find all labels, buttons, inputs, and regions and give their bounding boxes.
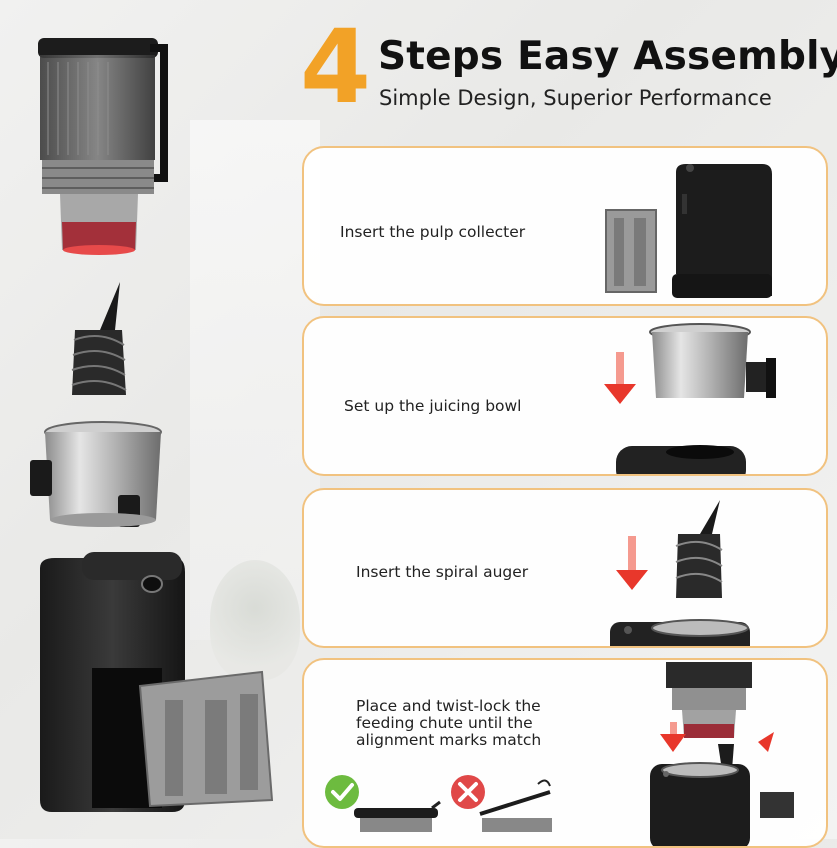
wrong-alignment-illustration xyxy=(479,779,552,832)
step-card-3: Insert the spiral auger xyxy=(302,488,828,648)
step-card-1: Insert the pulp collecter xyxy=(302,146,828,306)
background-plant xyxy=(210,560,300,680)
correct-alignment-illustration xyxy=(354,800,441,832)
pulp-collector-small xyxy=(605,209,657,293)
step-card-4: Place and twist-lock the feeding chute u… xyxy=(302,658,828,848)
spiral-auger-part xyxy=(71,282,127,395)
rotate-arrow-icon xyxy=(758,732,774,752)
step-1-text: Insert the pulp collecter xyxy=(340,223,526,241)
juicer-base-small xyxy=(672,164,772,298)
bowl-on-base-small xyxy=(610,619,750,646)
spiral-auger-small xyxy=(675,500,723,598)
step-count-number: 4 xyxy=(300,8,371,127)
step-3-text: Insert the spiral auger xyxy=(356,563,529,581)
check-icon xyxy=(325,775,359,809)
down-arrow-icon xyxy=(604,352,636,404)
down-arrow-icon xyxy=(660,722,686,752)
step-4-comparison xyxy=(325,775,552,832)
step-1-illustration xyxy=(605,164,772,298)
cross-icon xyxy=(451,775,485,809)
juicer-base-assembled-small xyxy=(650,762,794,846)
step-4-line-3: alignment marks match xyxy=(356,731,542,749)
step-2-text: Set up the juicing bowl xyxy=(344,397,522,415)
step-card-2: Set up the juicing bowl xyxy=(302,316,828,476)
step-2-illustration xyxy=(604,323,776,474)
juicer-base-top-small xyxy=(616,445,746,474)
pulp-collector-part xyxy=(138,670,274,808)
step-4-illustration xyxy=(650,662,794,846)
exploded-parts-illustration xyxy=(30,38,274,812)
juicing-bowl-part xyxy=(30,421,162,527)
page-title: Steps Easy Assembly xyxy=(378,34,837,79)
feeding-chute-part xyxy=(38,38,168,255)
step-3-illustration xyxy=(610,500,750,646)
page-subtitle: Simple Design, Superior Performance xyxy=(379,86,772,110)
juicing-bowl-small xyxy=(649,323,776,398)
feeding-chute-small xyxy=(666,662,752,738)
down-arrow-icon xyxy=(616,536,648,590)
step-4-line-1: Place and twist-lock the xyxy=(356,697,541,715)
step-4-line-2: feeding chute until the xyxy=(356,714,533,732)
background-window xyxy=(190,120,320,640)
